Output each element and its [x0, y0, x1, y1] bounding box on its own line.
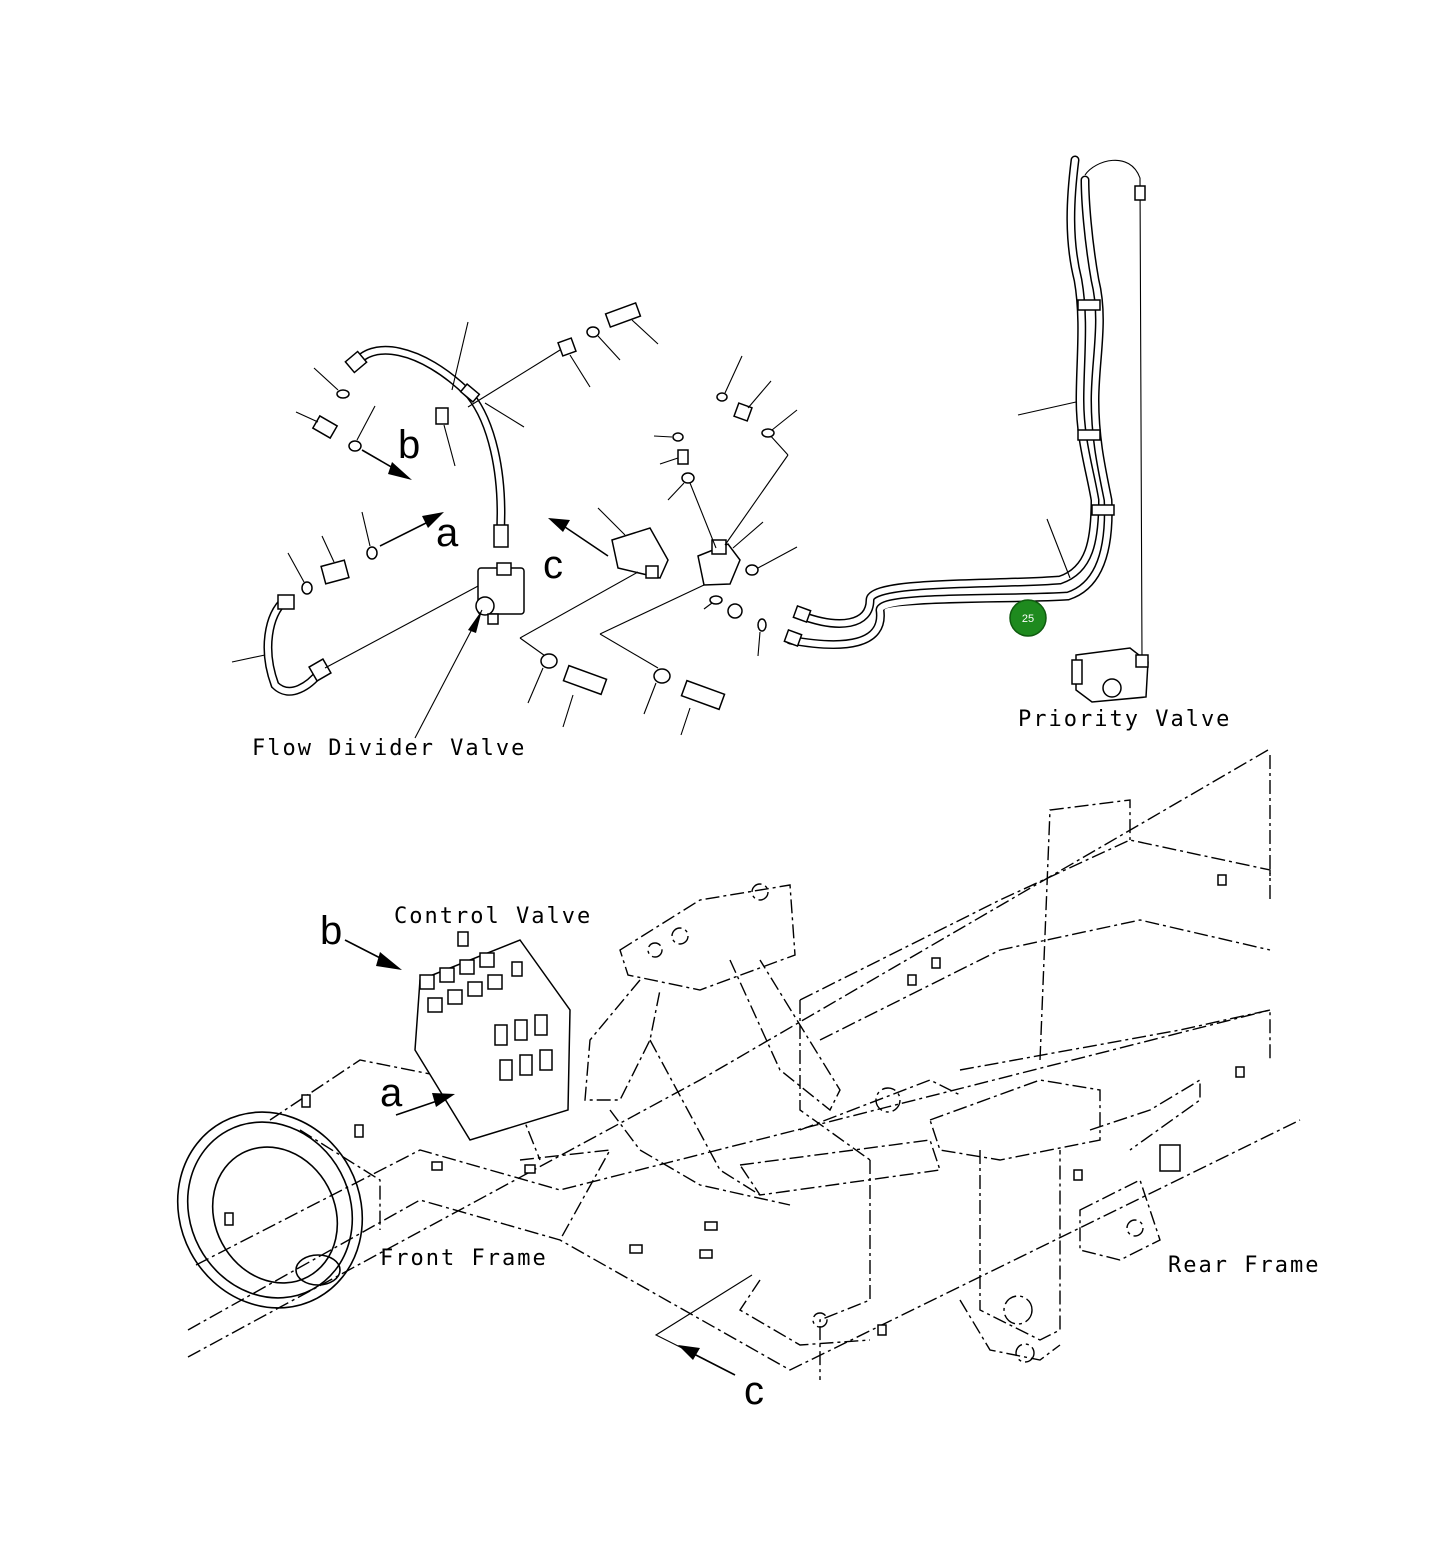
label-front-frame: Front Frame [380, 1246, 548, 1271]
upper-left-hose [344, 321, 525, 548]
callout-b-top: b [361, 423, 420, 480]
priority-valve-hose [783, 155, 1146, 661]
callout-a-bottom-letter: a [380, 1071, 403, 1115]
bolts-and-washers [527, 653, 726, 736]
badge-number: 25 [1022, 613, 1034, 625]
frame-pins [224, 874, 1245, 1336]
upper-middle-fittings [467, 301, 659, 408]
callout-c-top-letter: c [543, 543, 563, 587]
callout-c-bottom: c [654, 1274, 764, 1413]
left-fittings [287, 367, 456, 595]
center-bracket-assembly [519, 432, 789, 669]
label-flow-divider-valve: Flow Divider Valve [252, 736, 526, 761]
center-small-fittings [653, 355, 798, 657]
callout-b-bottom: b [320, 909, 402, 970]
callout-c-top: c [543, 518, 609, 587]
callout-b-bottom-letter: b [320, 909, 342, 953]
item-number-badge[interactable]: 25 [1009, 599, 1047, 637]
machine-frame [176, 749, 1301, 1380]
control-valve [414, 931, 571, 1141]
flow-divider-valve [414, 562, 525, 739]
label-rear-frame: Rear Frame [1168, 1253, 1320, 1278]
label-control-valve: Control Valve [394, 904, 592, 929]
label-priority-valve: Priority Valve [1018, 707, 1231, 732]
callout-a-bottom: a [380, 1071, 455, 1116]
callout-c-bottom-letter: c [744, 1369, 764, 1413]
callout-a-top-letter: a [436, 511, 459, 555]
callout-a-top: a [379, 511, 459, 555]
front-axle-ring [176, 1111, 364, 1309]
callout-b-top-letter: b [398, 423, 420, 467]
lower-left-hose [231, 584, 481, 696]
priority-valve [1071, 647, 1149, 703]
